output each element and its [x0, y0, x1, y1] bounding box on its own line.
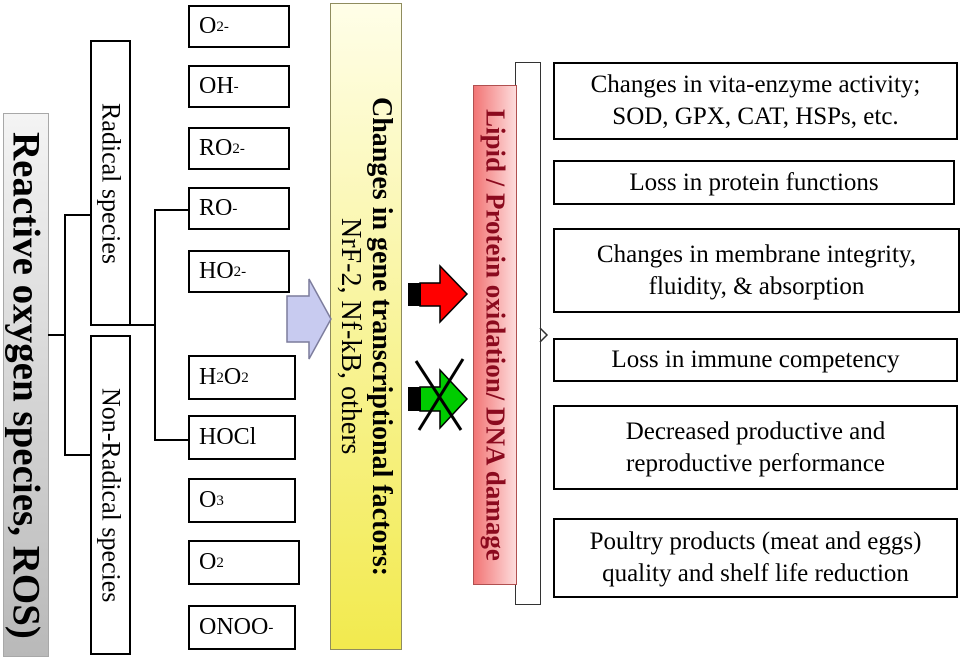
effect-line: fluidity, & absorption: [648, 272, 865, 300]
connector-line: [154, 439, 188, 441]
effect-line: Loss in protein functions: [629, 168, 879, 196]
effect-performance: Decreased productive and reproductive pe…: [553, 405, 958, 490]
transcription-text: Changes in gene transcriptional factors:…: [335, 97, 397, 576]
formula-base: H: [199, 364, 217, 390]
formula-base: O: [199, 13, 217, 39]
species-ro-minus: RO-: [188, 187, 290, 230]
effect-line: quality and shelf life reduction: [602, 560, 909, 587]
formula-base: RO: [199, 195, 233, 221]
connector-line: [48, 334, 66, 336]
effect-vita-enzyme: Changes in vita-enzyme activity; SOD, GP…: [553, 62, 958, 140]
connector-line: [64, 214, 66, 456]
effect-membrane-integrity: Changes in membrane integrity, fluidity,…: [553, 228, 960, 313]
green-arrow-body: [419, 368, 469, 430]
formula-base: O: [199, 549, 217, 575]
transcription-factors-box: Changes in gene transcriptional factors:…: [330, 3, 402, 650]
green-arrow: [408, 368, 469, 430]
species-hocl: HOCl: [188, 415, 296, 460]
effect-line: Changes in membrane integrity,: [596, 240, 917, 268]
formula-base: ONOO: [199, 614, 269, 640]
effect-line: reproductive performance: [626, 449, 885, 477]
connector-line: [154, 209, 156, 441]
formula-base: HOCl: [199, 424, 257, 450]
connector-line: [64, 214, 90, 216]
radical-species-label: Radical species: [96, 102, 126, 264]
damage-box-notch: [539, 327, 549, 343]
non-radical-species-label: Non-Radical species: [96, 387, 126, 603]
effect-line: Poultry products (meat and eggs): [589, 528, 922, 555]
ros-box: Reactive oxygen species, ROS): [3, 113, 49, 657]
effect-product-quality: Poultry products (meat and eggs) quality…: [553, 518, 958, 598]
red-arrow-tail: [408, 283, 421, 306]
formula-base: HO: [199, 258, 234, 284]
non-radical-species-box: Non-Radical species: [90, 335, 131, 655]
effect-protein-functions: Loss in protein functions: [553, 160, 955, 205]
transcription-title: Changes in gene transcriptional factors:: [366, 96, 397, 577]
formula-base: OH: [199, 73, 234, 99]
damage-box-backing: [515, 62, 541, 605]
ros-label: Reactive oxygen species, ROS): [4, 131, 48, 639]
effect-line: SOD, GPX, CAT, HSPs, etc.: [612, 103, 899, 130]
formula-base: O: [199, 487, 217, 513]
effect-line: Loss in immune competency: [611, 346, 900, 373]
connector-line: [64, 454, 90, 456]
damage-label: Lipid / Protein oxidation/ DNA damage: [480, 109, 511, 561]
red-arrow: [408, 264, 469, 324]
formula-base-2: O: [223, 364, 242, 390]
transcription-factors: NrF-2, Nf-kB, others: [335, 218, 366, 455]
effect-line: Decreased productive and: [625, 417, 886, 445]
species-onoo-minus: ONOO-: [188, 605, 296, 650]
effect-immune-competency: Loss in immune competency: [553, 338, 958, 382]
damage-box: Lipid / Protein oxidation/ DNA damage: [473, 85, 517, 585]
connector-line: [154, 209, 188, 211]
connector-line: [130, 324, 156, 326]
formula-base: RO: [199, 135, 233, 161]
effect-line: Changes in vita-enzyme activity;: [590, 71, 921, 98]
red-arrow-body: [419, 264, 469, 324]
cross-mark-icon: [414, 358, 465, 431]
radical-species-box: Radical species: [90, 40, 131, 326]
species-oh-minus: OH-: [188, 65, 290, 108]
input-arrow: [286, 278, 332, 360]
green-arrow-tail: [408, 387, 421, 411]
